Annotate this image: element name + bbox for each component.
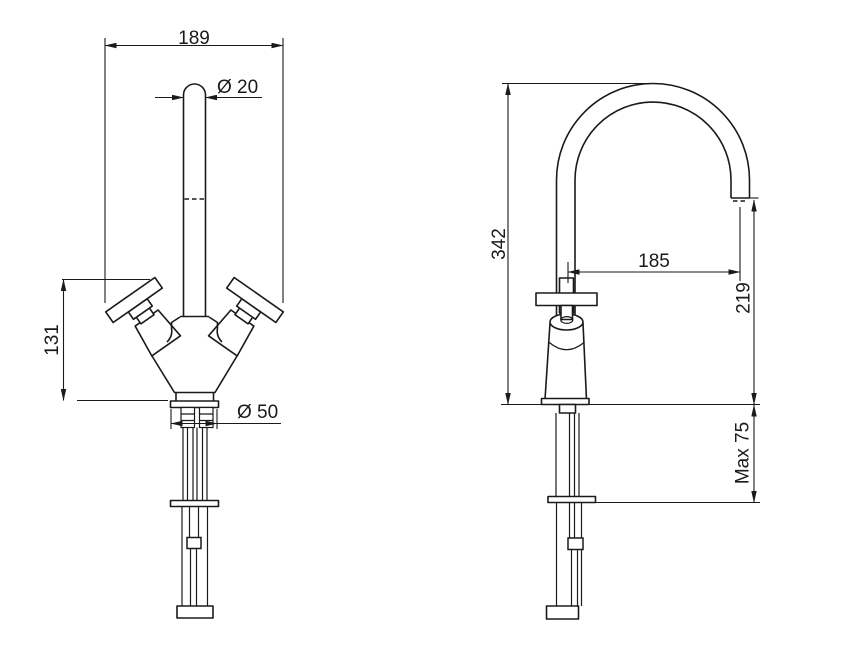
dim-base-diameter: Ø 50: [170, 402, 281, 429]
spout-inner-profile: [574, 101, 732, 316]
dim-label-max-deck-thickness: Max 75: [733, 422, 754, 484]
fixing-shank: [181, 506, 209, 606]
body-cone-fill: [545, 320, 587, 400]
front-right-handle: [207, 276, 285, 357]
dim-max-deck-thickness: Max 75: [595, 404, 760, 504]
body-base-step: [175, 392, 215, 401]
dim-handle-height: 131: [42, 278, 168, 402]
side-handle-bar: [535, 292, 598, 307]
side-view: 342 185 219 Max 75: [489, 82, 760, 620]
front-left-handle: [104, 276, 182, 357]
side-base-flange: [540, 397, 590, 406]
supply-pipes: [182, 427, 208, 501]
fixing-nut-block: [176, 605, 214, 619]
dim-overall-height: 342: [489, 82, 648, 405]
dim-label-spout-reach: 185: [638, 251, 670, 272]
dim-outlet-height: 219: [734, 197, 759, 405]
dim-label-handle-height: 131: [42, 324, 63, 356]
dim-label-outlet-height: 219: [734, 282, 755, 314]
side-mounting-washer: [547, 495, 597, 504]
spout-tube: [182, 83, 207, 317]
side-collar-block: [558, 403, 577, 414]
dim-spout-reach: 185: [567, 207, 741, 283]
body-collar-left-notch: [166, 316, 181, 343]
spout-outer-profile: [555, 82, 751, 316]
dim-overall-width: 189: [104, 28, 284, 303]
body-joint-arc: [548, 342, 585, 351]
threaded-studs: [180, 406, 214, 429]
dim-label-spout-diameter: Ø 20: [217, 77, 258, 98]
body-collar-right-notch: [208, 316, 223, 343]
side-shank-pipes: [555, 413, 580, 496]
dim-spout-diameter: Ø 20: [155, 77, 262, 101]
dim-label-overall-width: 189: [178, 28, 210, 49]
body-cone-sides: [544, 322, 588, 400]
side-fixing-nut-block: [545, 605, 580, 620]
left-handle-bar: [104, 276, 164, 324]
side-fixing-shank: [555, 502, 584, 606]
mounting-washer: [169, 499, 220, 508]
front-view: 189 Ø 20 131 Ø 50: [42, 28, 285, 619]
body-v-outline: [151, 355, 238, 394]
side-handle-stem: [560, 304, 574, 321]
faucet-body: [151, 315, 238, 401]
base-flange: [169, 400, 220, 409]
stem-hole-ellipse: [560, 316, 574, 325]
right-handle-bar: [225, 276, 285, 324]
dim-label-base-diameter: Ø 50: [237, 402, 278, 423]
dim-label-overall-height: 342: [489, 228, 510, 260]
